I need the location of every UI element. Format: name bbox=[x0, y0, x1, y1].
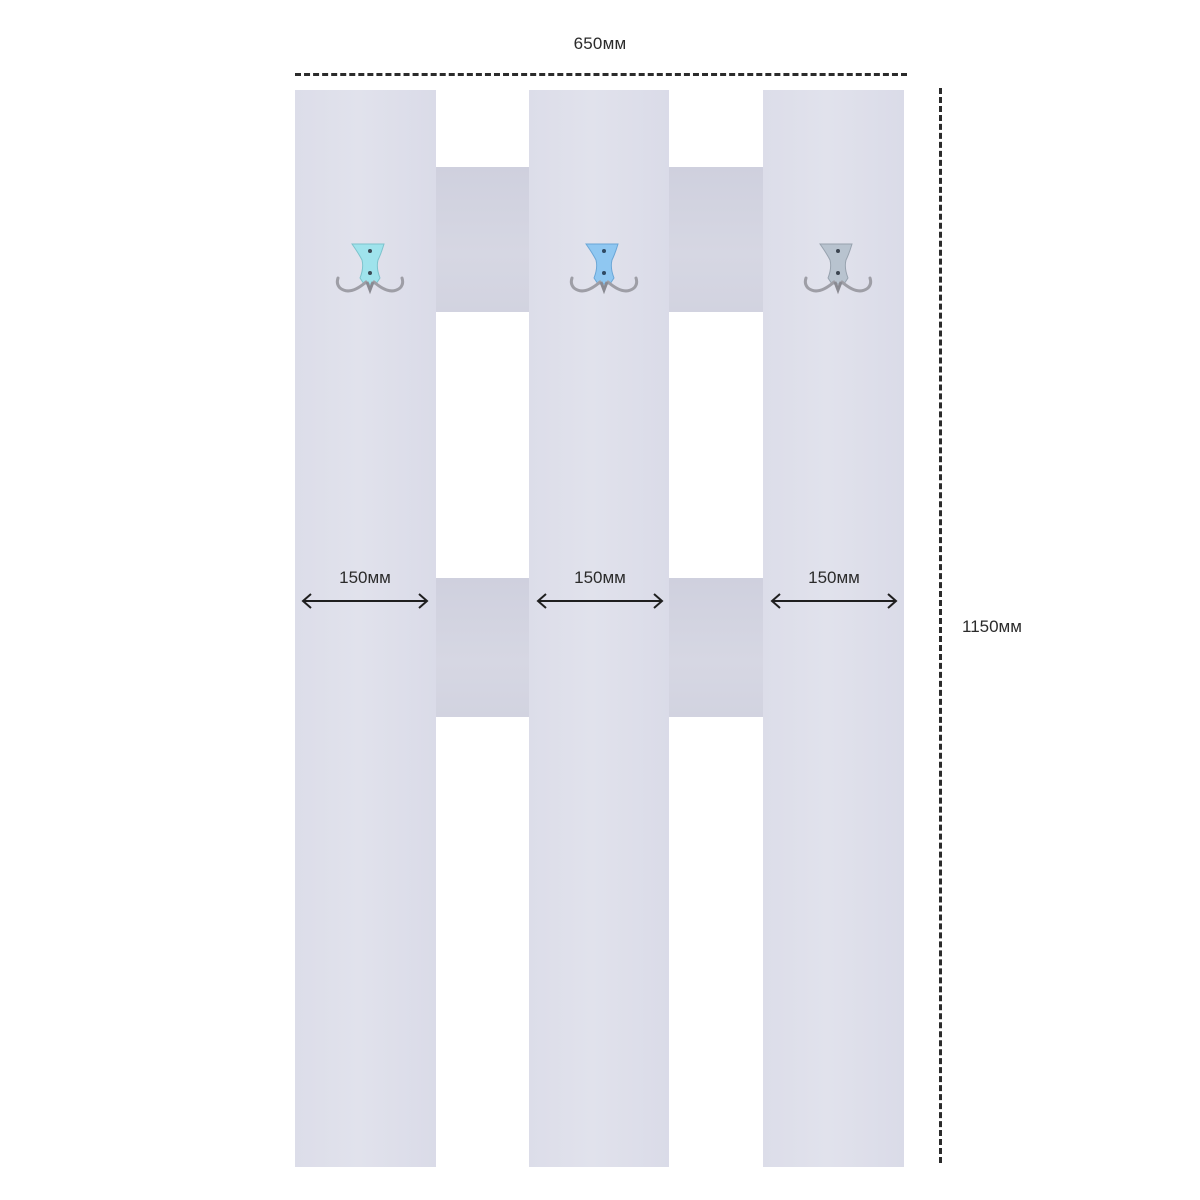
overall-height-label: 1150мм bbox=[962, 617, 1022, 636]
board-width-label: 150мм bbox=[339, 568, 391, 587]
double-arrow-icon bbox=[301, 593, 429, 609]
top-rail-left bbox=[436, 167, 529, 312]
overall-width-dashed-line bbox=[295, 73, 907, 76]
bottom-rail-left bbox=[436, 578, 529, 717]
overall-height-dashed-line bbox=[939, 88, 942, 1163]
double-arrow-icon bbox=[770, 593, 898, 609]
board-width-dimension: 150мм bbox=[299, 568, 431, 616]
top-rail-right bbox=[669, 167, 763, 312]
board-width-label: 150мм bbox=[574, 568, 626, 587]
board-width-dimension: 150мм bbox=[768, 568, 900, 616]
double-arrow-icon bbox=[536, 593, 664, 609]
overall-width-label: 650мм bbox=[573, 34, 627, 53]
hook-plate bbox=[351, 243, 385, 285]
board-width-dimension: 150мм bbox=[534, 568, 666, 616]
double-hook-icon bbox=[798, 238, 878, 308]
hook-plate bbox=[585, 243, 619, 285]
double-hook-icon bbox=[330, 238, 410, 308]
double-hook-icon bbox=[564, 238, 644, 308]
hook-plate bbox=[819, 243, 853, 285]
bottom-rail-right bbox=[669, 578, 763, 717]
board-width-label: 150мм bbox=[808, 568, 860, 587]
